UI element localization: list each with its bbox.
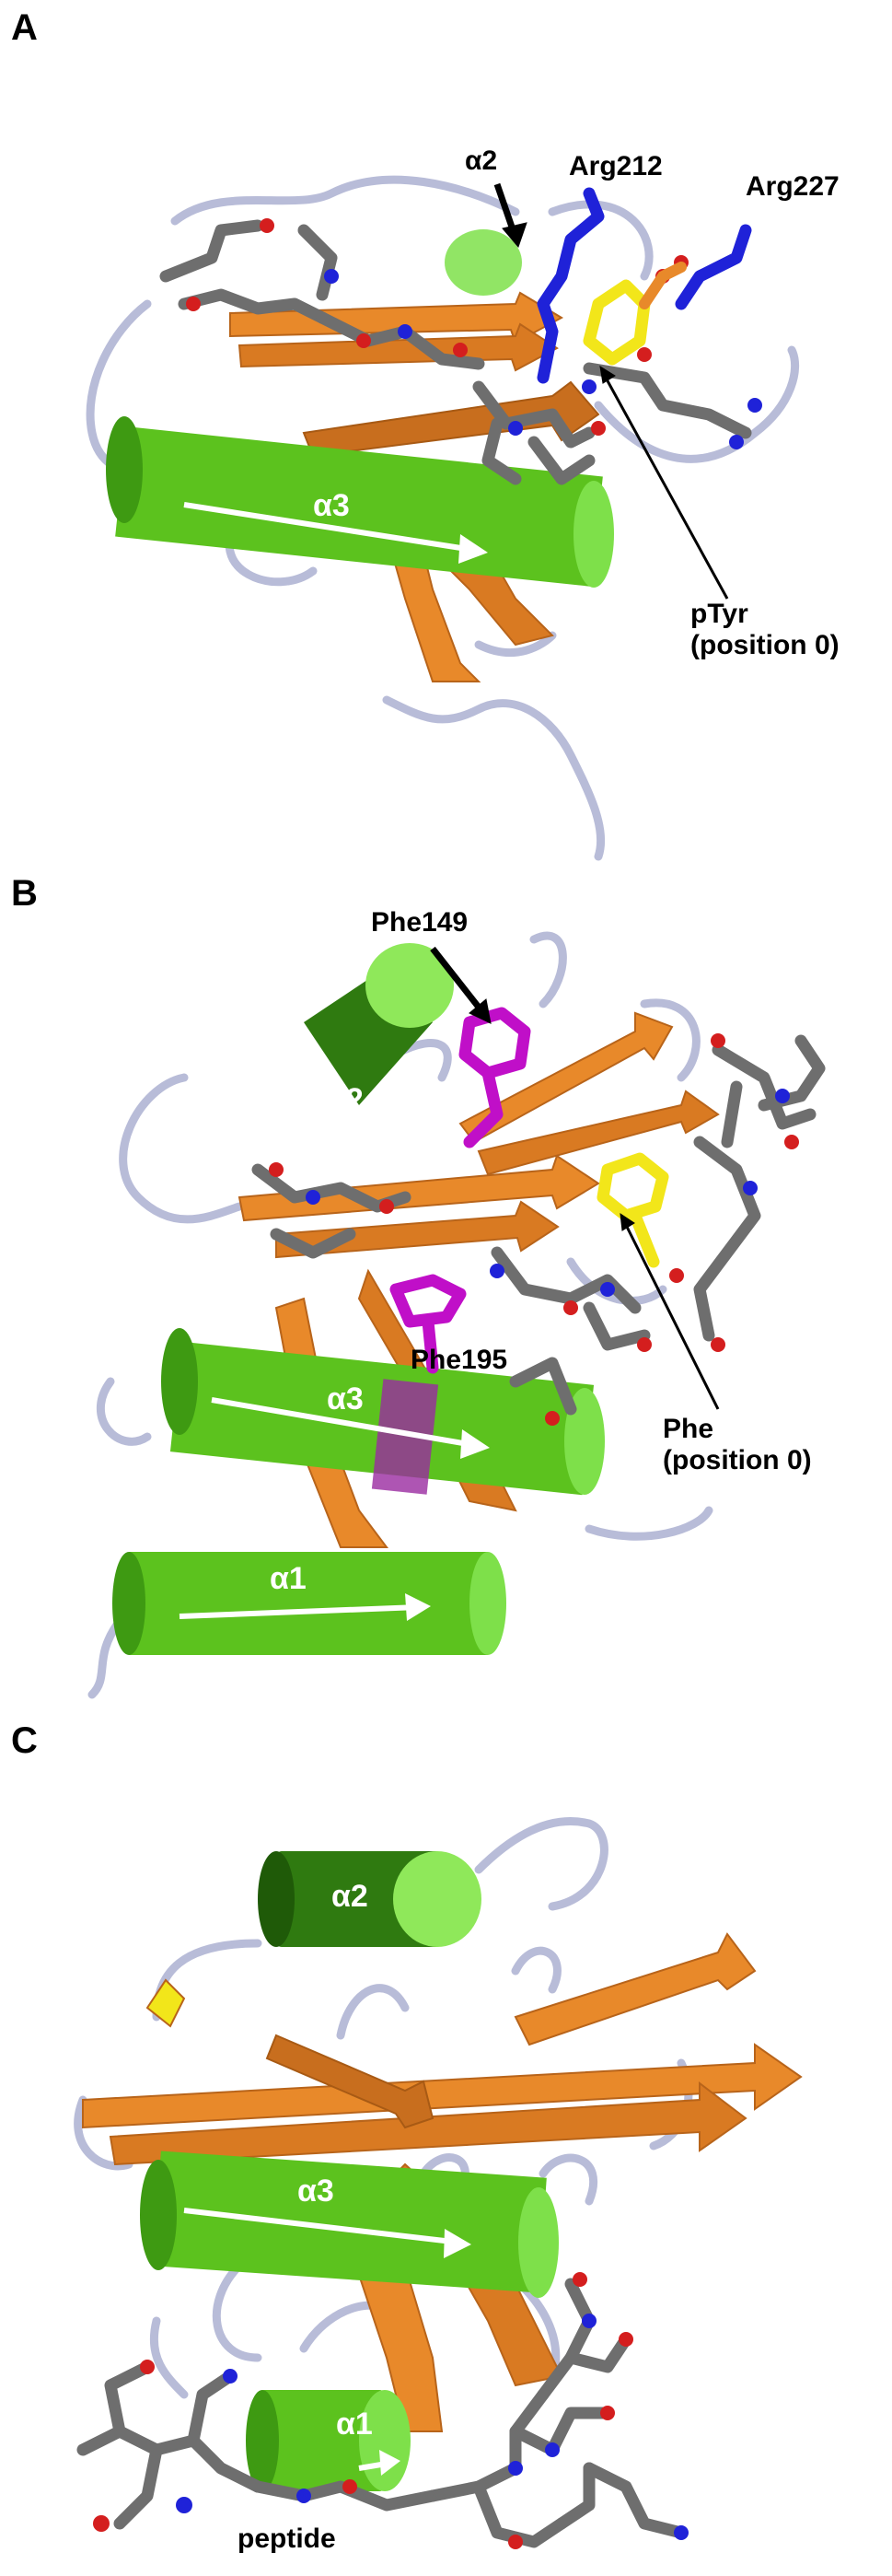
- label-arg212: Arg212: [569, 151, 663, 181]
- panel-a: A: [0, 0, 892, 866]
- annotation-arrows: [430, 946, 720, 1410]
- label-alpha1: α1: [270, 1561, 307, 1596]
- nitrogen-atoms: [176, 2314, 689, 2540]
- loop-coils: [74, 1816, 693, 2399]
- label-phe: Phe (position 0): [663, 1414, 812, 1476]
- alpha3-helix: [106, 416, 614, 588]
- label-alpha2: α2: [327, 1082, 364, 1117]
- alpha2-helix: [304, 943, 454, 1105]
- peptide-sticks: [159, 219, 752, 485]
- panel-letter: C: [11, 1720, 38, 1761]
- alpha3-helix: [140, 2151, 559, 2298]
- alpha1-helix: [246, 2390, 411, 2491]
- oxygen-atoms: [93, 2272, 633, 2549]
- label-alpha3: α3: [327, 1381, 364, 1416]
- phe195-residue: [389, 1274, 467, 1374]
- panel-letter: A: [11, 7, 38, 48]
- label-phe-line2: (position 0): [663, 1445, 812, 1475]
- label-alpha3: α3: [297, 2174, 334, 2209]
- panel-b: B: [0, 866, 892, 1713]
- phe149-residue: [458, 1007, 531, 1148]
- label-alpha1: α1: [336, 2407, 373, 2442]
- phe-residue: [597, 1152, 669, 1268]
- label-ptyr-line1: pTyr: [690, 599, 748, 629]
- label-alpha2: α2: [465, 146, 498, 176]
- alpha2-helix: [258, 1851, 481, 1947]
- loop-coils: [86, 175, 800, 861]
- arg212-side-chain: [537, 187, 605, 384]
- ptyr-residue: [583, 262, 687, 366]
- arg227-side-chain: [675, 224, 752, 310]
- label-phe-line1: Phe: [663, 1414, 714, 1444]
- panel-letter: B: [11, 873, 38, 914]
- label-arg227: Arg227: [746, 171, 840, 202]
- beta-strands: [229, 291, 600, 682]
- label-ptyr-line2: (position 0): [690, 630, 840, 660]
- annotation-arrows: [493, 182, 729, 600]
- protein-structure-c: [74, 1816, 803, 2549]
- protein-structure-a: [86, 175, 800, 861]
- alpha1-helix: [112, 1552, 506, 1655]
- alpha2-helix: [445, 229, 522, 296]
- label-alpha2: α2: [331, 1879, 368, 1914]
- label-phe195: Phe195: [411, 1345, 508, 1375]
- oxygen-atoms: [269, 1033, 799, 1426]
- panel-c: C: [0, 1713, 892, 2576]
- label-phe149: Phe149: [371, 907, 469, 938]
- label-ptyr: pTyr (position 0): [690, 599, 840, 661]
- label-peptide: peptide: [237, 2524, 336, 2554]
- nitrogen-atoms: [324, 269, 762, 449]
- alpha3-helix: [161, 1328, 605, 1496]
- label-alpha3: α3: [313, 488, 350, 523]
- protein-structure-b: [87, 931, 826, 1699]
- nitrogen-atoms: [306, 1089, 790, 1297]
